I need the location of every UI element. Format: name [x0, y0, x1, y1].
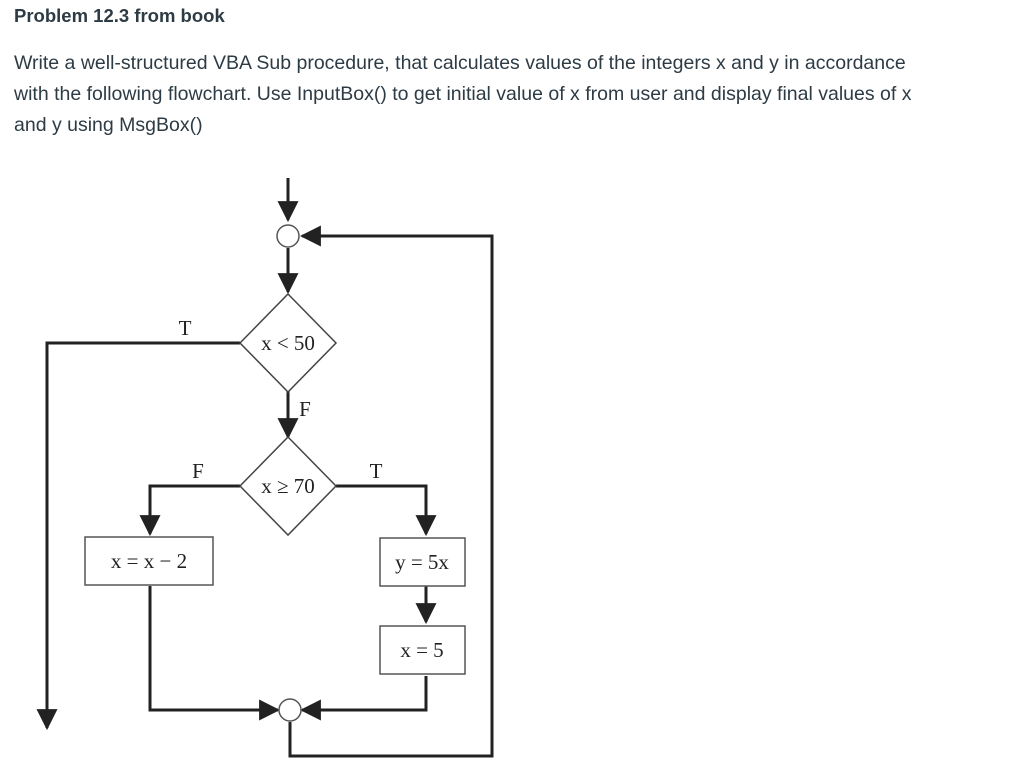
process-box-right-2 [379, 625, 466, 675]
process-left-label: x = x − 2 [111, 549, 187, 573]
flow-arrow [299, 676, 428, 721]
description-line: Write a well-structured VBA Sub procedur… [14, 52, 906, 74]
decision-diamond-2 [238, 435, 338, 537]
problem-description: Write a well-structured VBA Sub procedur… [14, 48, 974, 141]
flow-arrow [148, 586, 281, 721]
description-line: and y using MsgBox() [14, 114, 203, 136]
decision-diamond-1 [238, 292, 338, 394]
process-box-left [84, 536, 214, 586]
process-right-1-label: y = 5x [395, 550, 449, 574]
decision-1-label: x < 50 [261, 331, 315, 355]
decision-2-true-label: T [370, 459, 383, 483]
flow-arrow [139, 484, 240, 537]
process-box-right-1 [379, 537, 466, 587]
decision-2-label: x ≥ 70 [261, 474, 315, 498]
description-line: with the following flowchart. Use InputB… [14, 83, 912, 105]
bottom-connector [278, 698, 302, 722]
exit-arrow [36, 341, 240, 731]
decision-1-true-label: T [179, 316, 192, 340]
top-connector [276, 224, 300, 248]
flow-arrow [336, 484, 437, 537]
problem-title: Problem 12.3 from book [14, 5, 225, 26]
process-right-2-label: x = 5 [400, 638, 443, 662]
decision-2-false-label: F [192, 459, 204, 483]
decision-1-false-label: F [299, 397, 311, 421]
loop-back-arrow [288, 225, 494, 758]
